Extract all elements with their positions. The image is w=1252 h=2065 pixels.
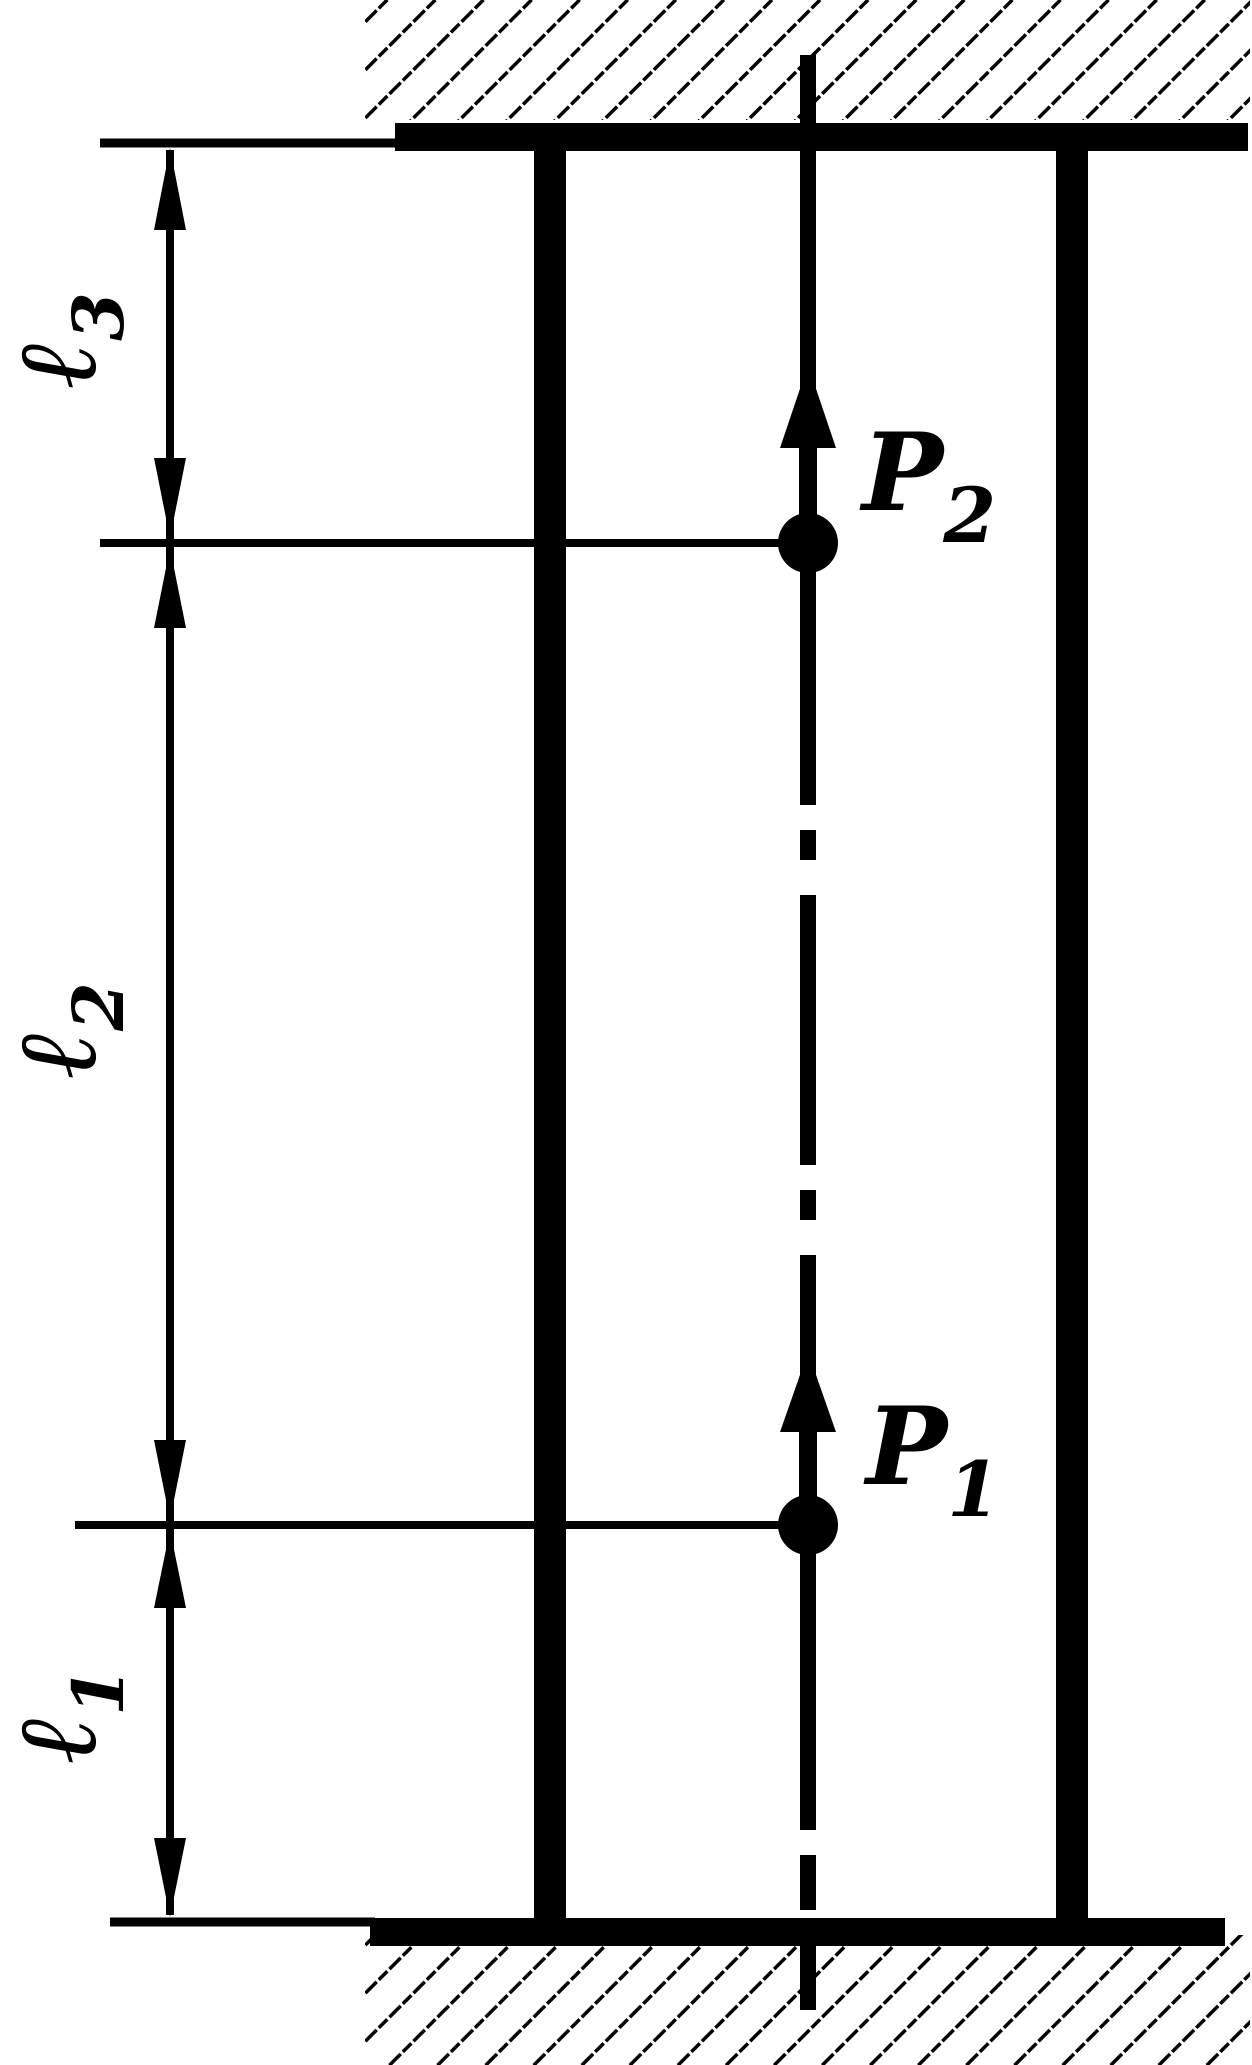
load-p2-arrow (778, 365, 838, 573)
dimension-l3-label: ℓ3 (0, 292, 140, 388)
dimension-line (154, 148, 186, 1917)
dimension-l2-label: ℓ2 (0, 982, 140, 1078)
load-p2-label: P2 (859, 410, 996, 560)
load-p1-arrow (778, 1352, 838, 1555)
load-p1-label: P1 (863, 1384, 1000, 1534)
dimension-l1-label: ℓ1 (0, 1667, 140, 1763)
